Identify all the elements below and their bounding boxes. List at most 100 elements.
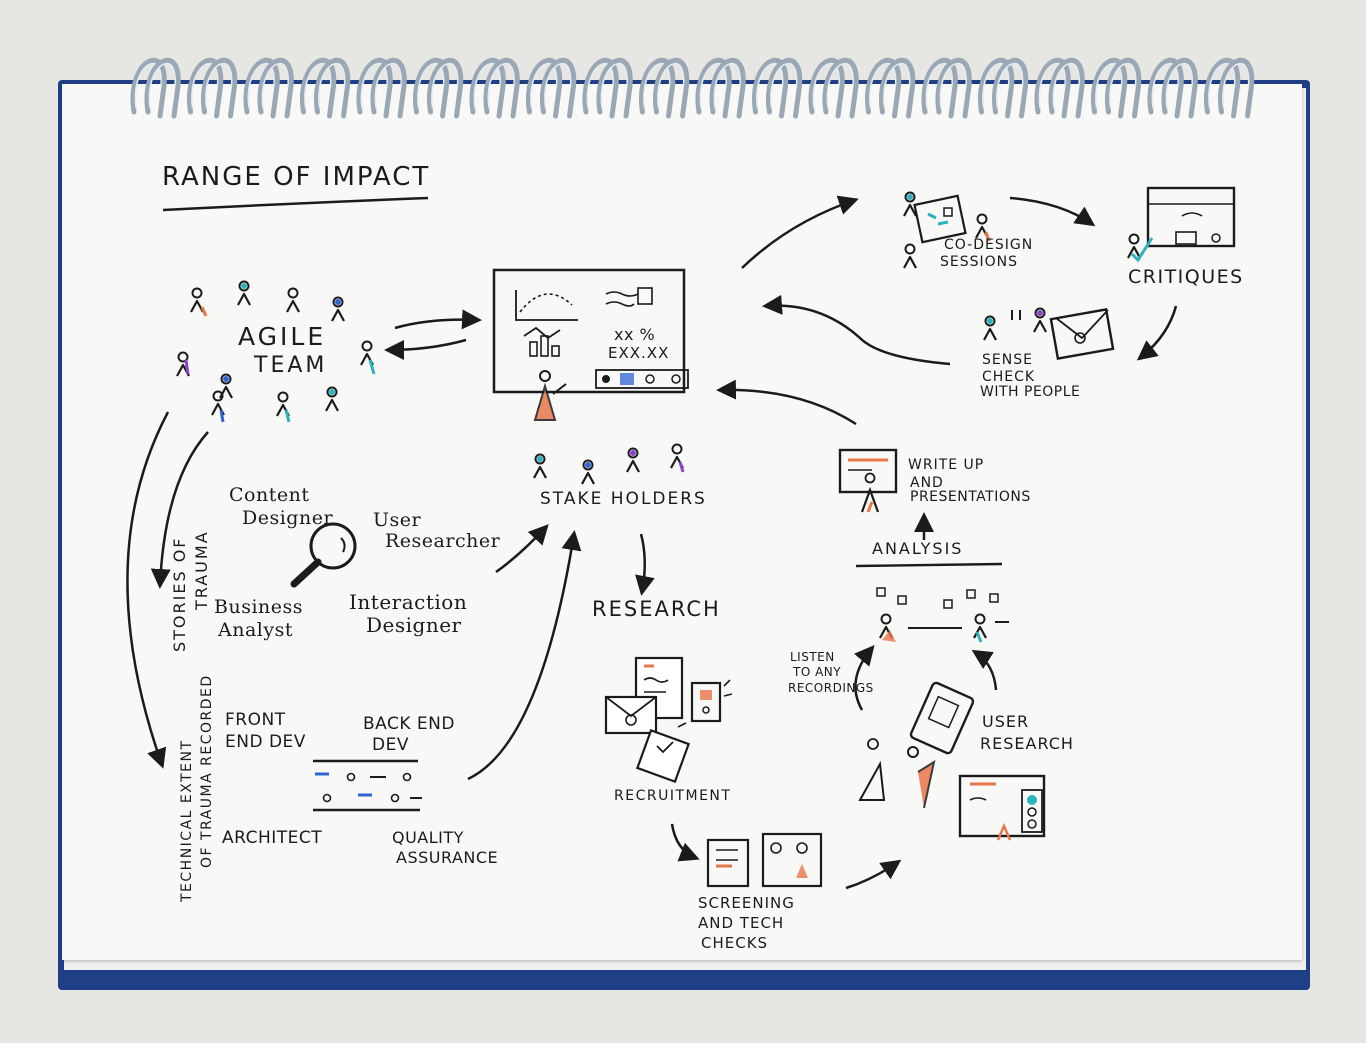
arrow-codesign-to-critiques (1009, 196, 1096, 227)
spiral-ring-highlight (600, 63, 628, 109)
agile-team-people (175, 280, 376, 423)
spiral-ring (596, 57, 633, 119)
agile-team-label-line1: Agile (238, 322, 327, 351)
spiral-ring-highlight (374, 63, 402, 109)
magnifying-glass-icon (290, 522, 357, 588)
spiral-ring (356, 57, 393, 119)
spiral-ring-highlight (318, 63, 346, 109)
analysis-board (855, 562, 1009, 643)
spiral-ring (427, 57, 464, 119)
interaction-designer-line2: Designer (366, 613, 462, 637)
spiral-ring-highlight (487, 63, 515, 109)
critiques-icons (1126, 186, 1236, 263)
spiral-ring (1218, 57, 1255, 119)
spiral-ring-highlight (982, 63, 1010, 109)
spiral-ring-highlight (544, 63, 572, 109)
content-designer-line1: Content (229, 484, 310, 506)
sense-check-line1: Sense (982, 352, 1033, 368)
spiral-ring (314, 57, 351, 119)
spiral-ring-highlight (530, 63, 558, 109)
spiral-ring (469, 57, 506, 119)
spiral-ring (752, 57, 789, 119)
arrow-user-research-to-analysis (971, 649, 998, 691)
spiral-ring-highlight (713, 63, 741, 109)
co-design-line2: sessions (940, 254, 1019, 270)
listen-line2: to any (793, 665, 842, 679)
arrow-to-stories-of-trauma (150, 431, 209, 589)
user-research-line2: Research (980, 734, 1074, 753)
spiral-ring (709, 57, 746, 119)
architect-label: Architect (222, 828, 323, 848)
spiral-ring-highlight (1038, 63, 1066, 109)
front-end-dev-line2: End Dev (225, 732, 306, 752)
co-design-icons (902, 191, 991, 270)
page-title: Range of Impact (162, 162, 431, 192)
dashboard-stat-percent: xx % (614, 325, 656, 344)
spiral-ring (865, 57, 902, 119)
spiral-ring-highlight (261, 63, 289, 109)
spiral-ring (1091, 57, 1128, 119)
sketch-drawing (126, 186, 1236, 890)
screening-line2: and Tech (698, 914, 785, 932)
arrow-dashboard-to-codesign (741, 195, 859, 269)
back-end-dev-line1: Back End (363, 714, 455, 734)
back-end-dev-line2: Dev (372, 735, 409, 755)
spiral-ring (935, 57, 972, 119)
write-up-line2: and (910, 475, 944, 491)
arrow-dev-to-stakeholders (467, 530, 582, 781)
spiral-ring-highlight (247, 63, 275, 109)
spiral-ring-highlight (939, 63, 967, 109)
agile-team-label-line2: Team (254, 353, 328, 378)
arrow-write-up-to-dashboard (716, 379, 857, 426)
spiral-ring (1161, 57, 1198, 119)
recruitment-label: Recruitment (614, 788, 732, 804)
spiral-ring (144, 57, 181, 119)
spiral-ring (187, 57, 224, 119)
spiral-ring (483, 57, 520, 119)
business-analyst-line1: Business (214, 596, 304, 618)
presentation-board (838, 448, 898, 513)
spiral-ring-highlight (657, 63, 685, 109)
sense-check-icons (982, 307, 1115, 360)
spiral-ring-highlight (586, 63, 614, 109)
spiral-ring-highlight (1095, 63, 1123, 109)
stories-of-trauma-line1: Stories of (170, 536, 189, 652)
spiral-ring-highlight (360, 63, 388, 109)
business-analyst-line2: Analyst (218, 619, 293, 641)
spiral-ring-highlight (699, 63, 727, 109)
write-up-line1: Write up (908, 457, 985, 473)
technical-extent-line1: Technical extent (179, 739, 195, 902)
user-research-line1: User (982, 712, 1030, 731)
arrow-dashboard-to-team (384, 338, 467, 360)
dashboard-stat-amount: Exx.xx (608, 344, 670, 362)
spiral-ring-highlight (883, 63, 911, 109)
technical-extent-line2: of trauma recorded (199, 674, 215, 868)
spiral-ring-highlight (643, 63, 671, 109)
spiral-ring (257, 57, 294, 119)
quality-assurance-line1: Quality (392, 828, 464, 847)
title-underline (162, 196, 429, 212)
co-design-line1: Co-design (944, 237, 1034, 253)
spiral-ring (413, 57, 450, 119)
spiral-ring (992, 57, 1029, 119)
arrow-critiques-to-sense-check (1136, 305, 1178, 361)
spiral-ring-highlight (148, 63, 176, 109)
spiral-ring-highlight (812, 63, 840, 109)
spiral-binding (130, 57, 1255, 119)
sense-check-line2: check (982, 369, 1036, 385)
spiral-ring (130, 57, 167, 119)
user-researcher-line2: Researcher (385, 530, 501, 552)
listen-line1: Listen (790, 650, 835, 664)
spiral-ring (695, 57, 732, 119)
spiral-ring (1147, 57, 1184, 119)
interaction-designer-line1: Interaction (349, 590, 468, 614)
spiral-ring (201, 57, 238, 119)
stories-of-trauma-line2: Trauma (192, 530, 211, 610)
user-researcher-line1: User (373, 509, 422, 531)
critiques-label: Critiques (1128, 266, 1244, 288)
spiral-ring (1048, 57, 1085, 119)
spiral-ring-highlight (191, 63, 219, 109)
sense-check-line3: with people (980, 384, 1081, 400)
spiral-ring-highlight (1165, 63, 1193, 109)
spiral-ring-highlight (756, 63, 784, 109)
